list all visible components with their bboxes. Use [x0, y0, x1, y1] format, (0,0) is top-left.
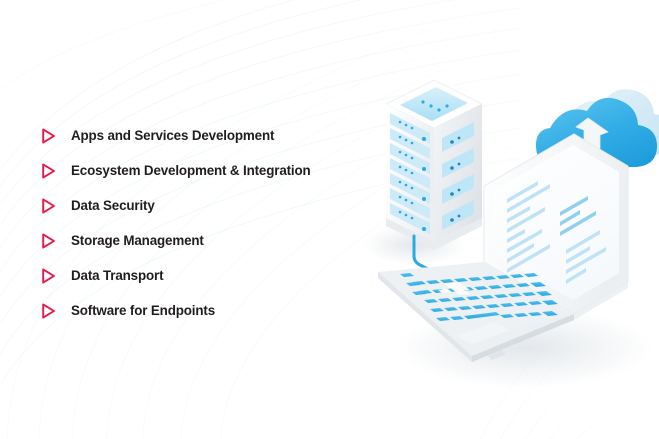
laptop-icon[interactable] [378, 133, 629, 362]
list-item[interactable]: Apps and Services Development [38, 118, 378, 153]
server-slot-left-group [390, 113, 430, 234]
list-item[interactable]: Software for Endpoints [38, 293, 378, 328]
server-rack-icon[interactable] [384, 79, 484, 250]
keyboard-keys [400, 273, 558, 321]
list-item[interactable]: Data Security [38, 188, 378, 223]
list-item-label: Apps and Services Development [71, 127, 275, 143]
keyboard-highlight [438, 282, 470, 295]
isometric-cloud-infrastructure-illustration [363, 79, 659, 388]
screen-code-lines [507, 181, 606, 284]
triangle-right-outline-icon [42, 162, 55, 179]
list-item-label: Data Security [71, 197, 155, 213]
feature-list: Apps and Services Development Ecosystem … [38, 118, 378, 328]
list-item[interactable]: Ecosystem Development & Integration [38, 153, 378, 188]
list-item-label: Storage Management [71, 232, 204, 248]
triangle-right-outline-icon [42, 197, 55, 214]
triangle-right-outline-icon [42, 302, 55, 319]
list-item-label: Software for Endpoints [71, 302, 215, 318]
triangle-right-outline-icon [42, 267, 55, 284]
triangle-right-outline-icon [42, 232, 55, 249]
list-item-label: Ecosystem Development & Integration [71, 162, 311, 178]
list-item[interactable]: Storage Management [38, 223, 378, 258]
list-item-label: Data Transport [71, 267, 164, 283]
server-panel-right-group [442, 122, 474, 230]
triangle-right-outline-icon [42, 127, 55, 144]
list-item[interactable]: Data Transport [38, 258, 378, 293]
